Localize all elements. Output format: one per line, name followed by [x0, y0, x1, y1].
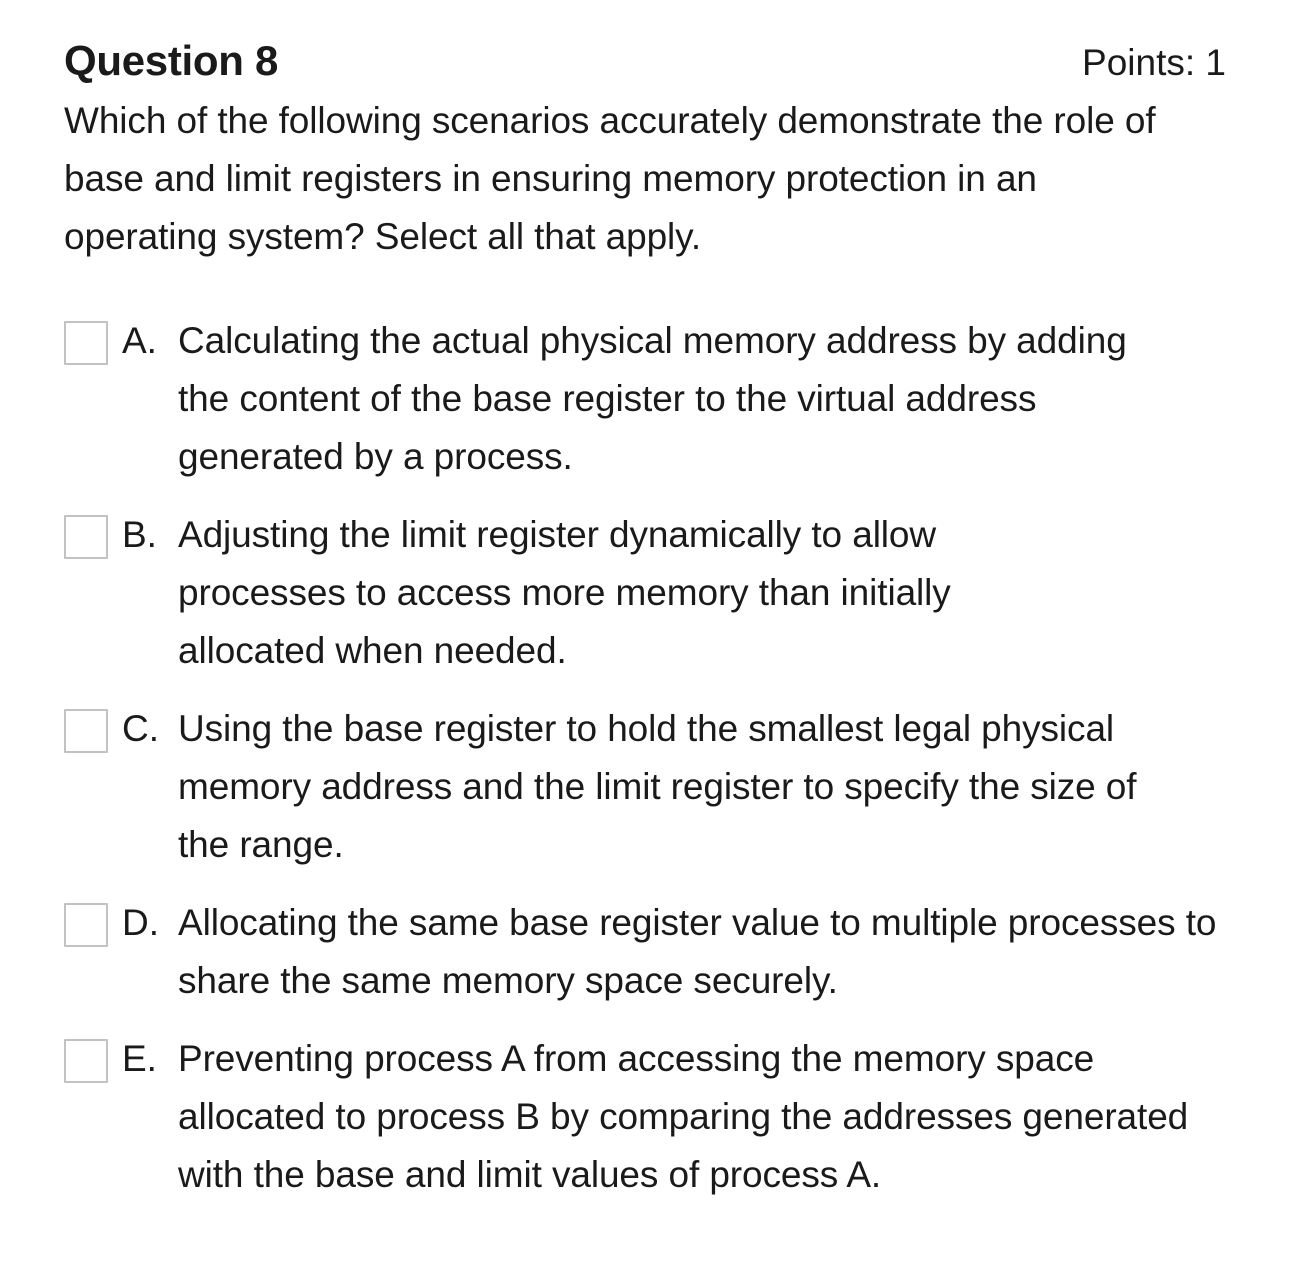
checkbox-b[interactable]	[64, 515, 108, 559]
option-a[interactable]: A. Calculating the actual physical memor…	[64, 312, 1228, 486]
option-d[interactable]: D. Allocating the same base register val…	[64, 894, 1228, 1010]
option-a-label: Calculating the actual physical memory a…	[178, 320, 1127, 477]
option-b-letter: B.	[122, 514, 157, 555]
option-c-body: C. Using the base register to hold the s…	[122, 700, 1138, 874]
option-e[interactable]: E. Preventing process A from accessing t…	[64, 1030, 1228, 1204]
option-e-label: Preventing process A from accessing the …	[178, 1038, 1189, 1195]
option-b-label: Adjusting the limit register dynamically…	[178, 514, 951, 671]
option-d-letter: D.	[122, 902, 159, 943]
option-a-letter: A.	[122, 320, 157, 361]
option-e-letter: E.	[122, 1038, 157, 1079]
option-d-label: Allocating the same base register value …	[178, 902, 1217, 1001]
question-stem: Which of the following scenarios accurat…	[64, 100, 1156, 257]
option-b-body: B. Adjusting the limit register dynamica…	[122, 506, 1098, 680]
points-label: Points: 1	[1082, 42, 1226, 83]
option-c-letter: C.	[122, 708, 159, 749]
options-list: A. Calculating the actual physical memor…	[64, 312, 1228, 1204]
checkbox-d[interactable]	[64, 903, 108, 947]
option-c-label: Using the base register to hold the smal…	[178, 708, 1137, 865]
checkbox-a[interactable]	[64, 321, 108, 365]
option-b[interactable]: B. Adjusting the limit register dynamica…	[64, 506, 1228, 680]
checkbox-e[interactable]	[64, 1039, 108, 1083]
page-title: Question 8	[64, 37, 279, 84]
checkbox-c[interactable]	[64, 709, 108, 753]
option-c[interactable]: C. Using the base register to hold the s…	[64, 700, 1228, 874]
option-d-body: D. Allocating the same base register val…	[122, 894, 1228, 1010]
question-header: Question 8 Points: 1	[64, 34, 1228, 90]
option-e-body: E. Preventing process A from accessing t…	[122, 1030, 1228, 1204]
option-a-body: A. Calculating the actual physical memor…	[122, 312, 1178, 486]
